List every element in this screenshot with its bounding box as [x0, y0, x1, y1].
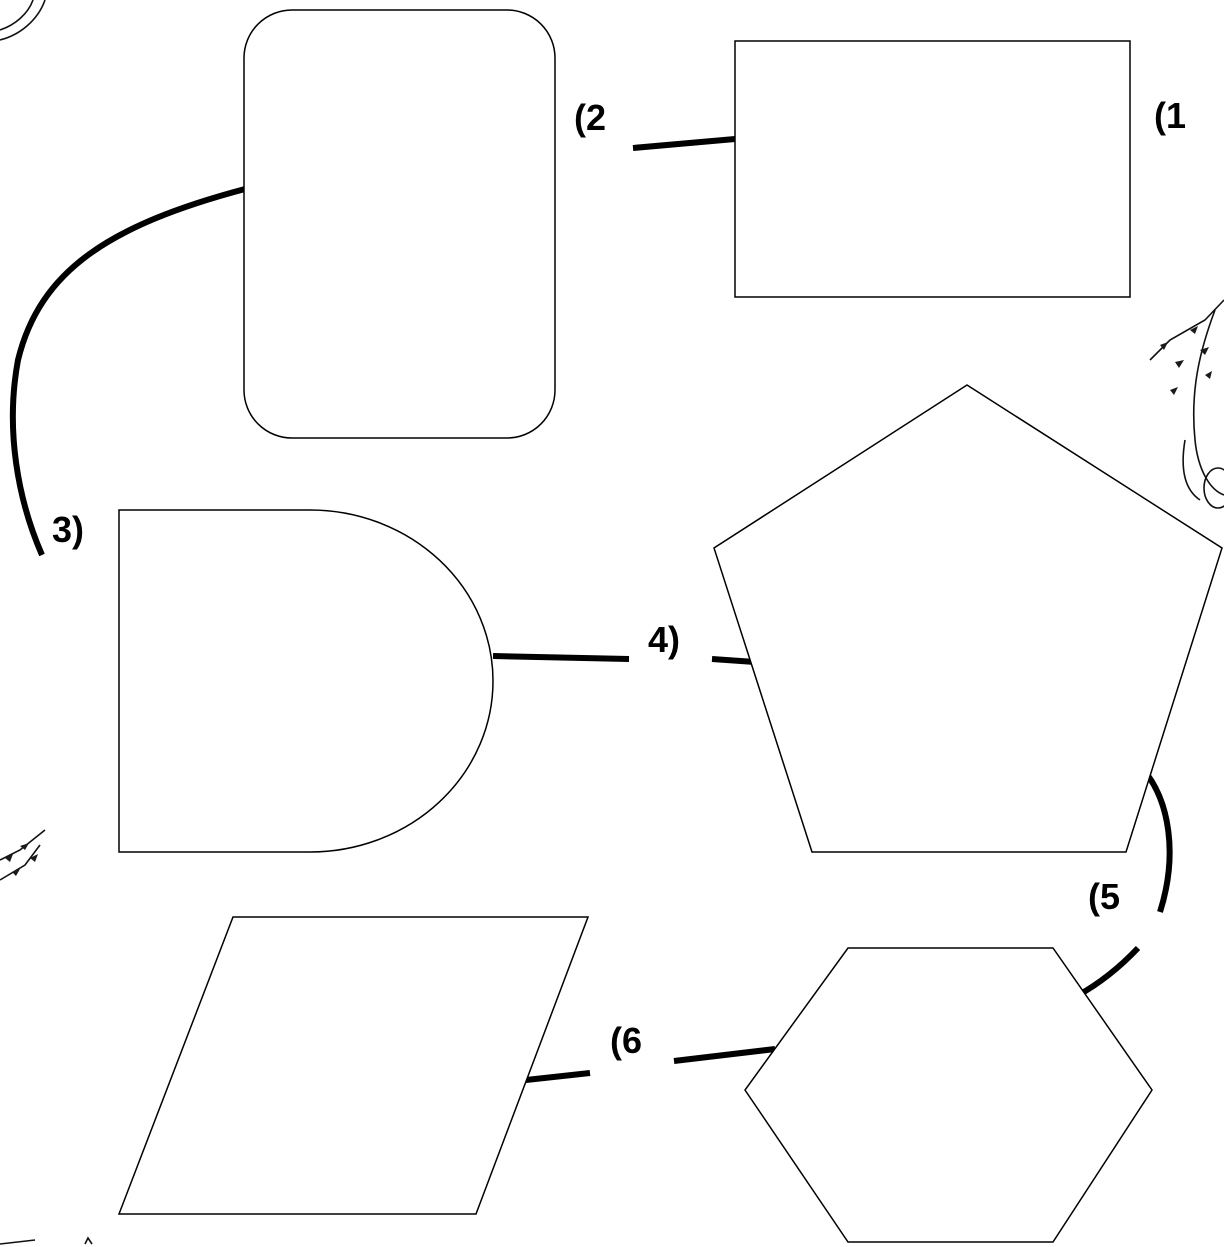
- parallelogram-6: [117, 916, 590, 1215]
- connector-4-5-upper: [1139, 766, 1173, 913]
- label-2: (2: [574, 97, 607, 138]
- connector-4-5-lower: [1075, 945, 1141, 999]
- label-4: 4): [648, 619, 681, 660]
- connector-5-6-left: [525, 1070, 591, 1083]
- label-3: 3): [52, 509, 85, 550]
- label-6: (6: [610, 1020, 643, 1061]
- d-shape-3: [118, 509, 494, 853]
- connector-3-4-right: [711, 656, 756, 665]
- wheat-left-icon: [0, 829, 46, 881]
- wheat-top-left-icon: [0, 0, 46, 41]
- connector-1-2: [632, 136, 736, 151]
- connector-2-3: [9, 186, 246, 557]
- label-1: (1: [1154, 95, 1187, 136]
- connector-3-4-left: [492, 653, 630, 662]
- hexagon-5: [744, 947, 1153, 1243]
- label-5: (5: [1088, 876, 1121, 917]
- rectangle-1: [734, 40, 1131, 298]
- rounded-rectangle-2: [243, 9, 556, 439]
- pentagon-4: [713, 384, 1223, 853]
- wheat-bottom-left-icon: [0, 1236, 93, 1245]
- connector-5-6-right: [673, 1046, 776, 1064]
- wheat-right-icon: [1149, 299, 1224, 509]
